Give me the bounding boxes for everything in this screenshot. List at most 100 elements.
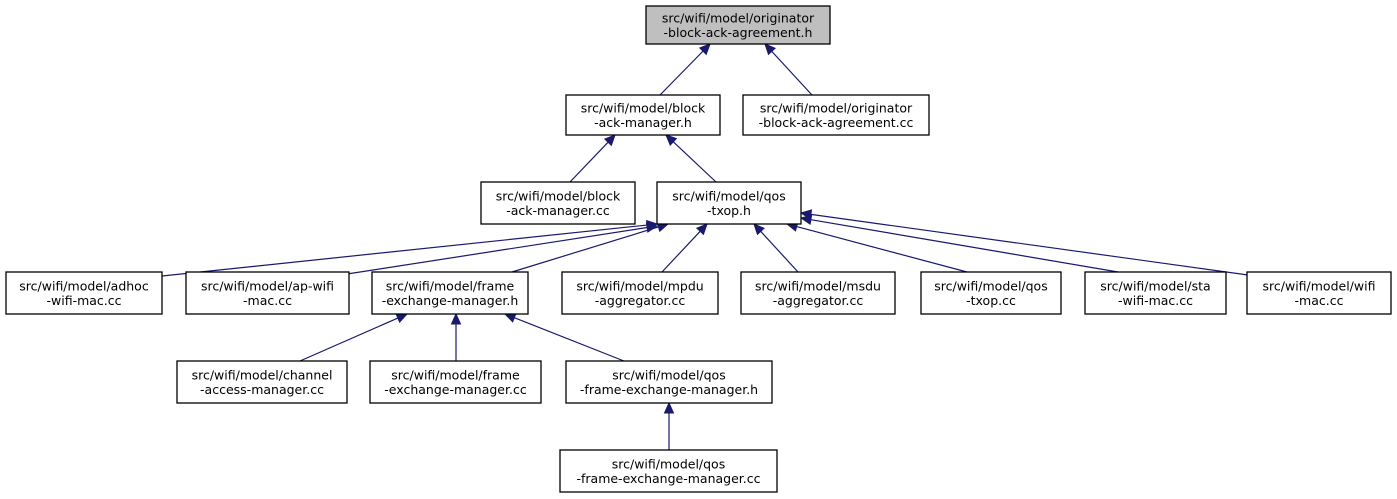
node-label-line: -ack-manager.h [594, 115, 692, 130]
node-label-line: -txop.cc [966, 293, 1016, 308]
node-label-line: -frame-exchange-manager.cc [576, 471, 760, 486]
node-box [1246, 271, 1392, 315]
edge-cam-to-fem_h [299, 313, 409, 362]
edge-line [511, 226, 659, 273]
arrowhead-icon [665, 134, 678, 147]
arrowhead-icon [503, 312, 517, 323]
node-label-line: src/wifi/model/ap-wifi [201, 278, 334, 293]
file-node-fem-cc[interactable]: src/wifi/model/frame-exchange-manager.cc [369, 360, 542, 404]
node-box [740, 271, 896, 315]
node-box [656, 181, 802, 225]
node-box [561, 271, 719, 315]
file-node-qfem-h[interactable]: src/wifi/model/qos-frame-exchange-manage… [565, 360, 773, 404]
edge-qfem_cc-to-qfem_h [663, 401, 675, 450]
file-node-qfem-cc[interactable]: src/wifi/model/qos-frame-exchange-manage… [559, 449, 778, 493]
arrowhead-icon [663, 401, 675, 414]
edge-msdu-to-qos_h [753, 223, 799, 273]
file-node-wifimac[interactable]: src/wifi/model/wifi-mac.cc [1246, 271, 1392, 315]
node-label-line: src/wifi/model/frame [386, 278, 515, 293]
node-label-line: -aggregator.cc [773, 293, 864, 308]
node-label-line: -aggregator.cc [595, 293, 686, 308]
node-label-line: src/wifi/model/channel [192, 367, 333, 382]
node-label-line: -wifi-mac.cc [46, 293, 121, 308]
file-node-adhoc[interactable]: src/wifi/model/adhoc-wifi-mac.cc [5, 271, 163, 315]
edge-line [810, 213, 1249, 276]
node-label-line: src/wifi/model/qos [672, 188, 785, 203]
node-box [371, 271, 529, 315]
file-node-oba-h[interactable]: src/wifi/model/originator-block-ack-agre… [645, 5, 831, 45]
node-box [1084, 271, 1227, 315]
node-label-line: src/wifi/model/sta [1100, 278, 1210, 293]
edge-mpdu-to-qos_h [661, 223, 708, 273]
node-label-line: src/wifi/model/originator [662, 10, 815, 25]
edge-line [346, 226, 648, 275]
node-box [920, 271, 1062, 315]
arrowhead-icon [698, 43, 711, 56]
edge-line [161, 224, 648, 277]
edge-qos_h-to-bam_h [665, 134, 717, 183]
node-box [645, 5, 831, 45]
edge-qos_cc-to-qos_h [785, 221, 968, 273]
edge-adhoc-to-qos_h [161, 219, 659, 277]
edge-bam_cc-to-bam_h [569, 134, 616, 183]
edge-fem_cc-to-fem_h [450, 312, 462, 361]
node-label-line: src/wifi/model/qos [612, 456, 725, 471]
file-node-cam[interactable]: src/wifi/model/channel-access-manager.cc [176, 360, 348, 404]
file-node-qos-cc[interactable]: src/wifi/model/qos-txop.cc [920, 271, 1062, 315]
edge-line [796, 225, 968, 273]
edge-line [771, 50, 813, 96]
edge-line [299, 317, 399, 362]
file-node-ap[interactable]: src/wifi/model/ap-wifi-mac.cc [185, 271, 350, 315]
edge-wifimac-to-qos_h [799, 209, 1249, 276]
edge-line [760, 230, 799, 273]
node-label-line: -exchange-manager.h [382, 293, 519, 308]
edge-line [514, 317, 625, 362]
node-label-line: -access-manager.cc [200, 382, 324, 397]
file-node-msdu[interactable]: src/wifi/model/msdu-aggregator.cc [740, 271, 896, 315]
arrowhead-icon [753, 223, 765, 236]
node-label-line: src/wifi/model/adhoc [19, 278, 149, 293]
arrowhead-icon [603, 134, 616, 147]
edge-oba_cc-to-oba_h [764, 43, 813, 96]
node-label-line: src/wifi/model/frame [391, 367, 520, 382]
node-layer: src/wifi/model/originator-block-ack-agre… [5, 5, 1392, 493]
node-box [559, 449, 778, 493]
arrowhead-icon [450, 312, 462, 325]
node-box [565, 360, 773, 404]
node-label-line: -frame-exchange-manager.h [580, 382, 758, 397]
node-label-line: -txop.h [707, 203, 751, 218]
node-label-line: -block-ack-agreement.h [664, 25, 813, 40]
file-node-sta[interactable]: src/wifi/model/sta-wifi-mac.cc [1084, 271, 1227, 315]
edge-line [810, 219, 1119, 273]
node-label-line: -block-ack-agreement.cc [759, 115, 914, 130]
file-node-mpdu[interactable]: src/wifi/model/mpdu-aggregator.cc [561, 271, 719, 315]
node-label-line: -mac.cc [1295, 293, 1344, 308]
node-label-line: src/wifi/model/msdu [755, 278, 881, 293]
file-node-fem-h[interactable]: src/wifi/model/frame-exchange-manager.h [371, 271, 529, 315]
file-node-oba-cc[interactable]: src/wifi/model/originator-block-ack-agre… [742, 94, 930, 136]
edge-line [661, 230, 701, 273]
node-box [185, 271, 350, 315]
node-box [480, 181, 636, 225]
node-label-line: src/wifi/model/originator [760, 100, 913, 115]
edge-ap-to-qos_h [346, 222, 659, 275]
node-label-line: src/wifi/model/qos [934, 278, 1047, 293]
node-label-line: src/wifi/model/block [496, 188, 621, 203]
node-label-line: src/wifi/model/mpdu [576, 278, 703, 293]
node-label-line: src/wifi/model/block [581, 100, 706, 115]
edge-layer [161, 43, 1249, 450]
node-box [369, 360, 542, 404]
node-box [5, 271, 163, 315]
file-node-qos-h[interactable]: src/wifi/model/qos-txop.h [656, 181, 802, 225]
edge-line [672, 141, 717, 183]
edge-qfem_h-to-fem_h [503, 312, 625, 362]
node-label-line: -mac.cc [243, 293, 292, 308]
node-label-line: src/wifi/model/wifi [1263, 278, 1376, 293]
node-box [176, 360, 348, 404]
arrowhead-icon [695, 223, 708, 236]
node-label-line: -wifi-mac.cc [1118, 293, 1193, 308]
edge-bam_h-to-oba_h [659, 43, 711, 96]
file-node-bam-cc[interactable]: src/wifi/model/block-ack-manager.cc [480, 181, 636, 225]
file-node-bam-h[interactable]: src/wifi/model/block-ack-manager.h [565, 94, 721, 136]
